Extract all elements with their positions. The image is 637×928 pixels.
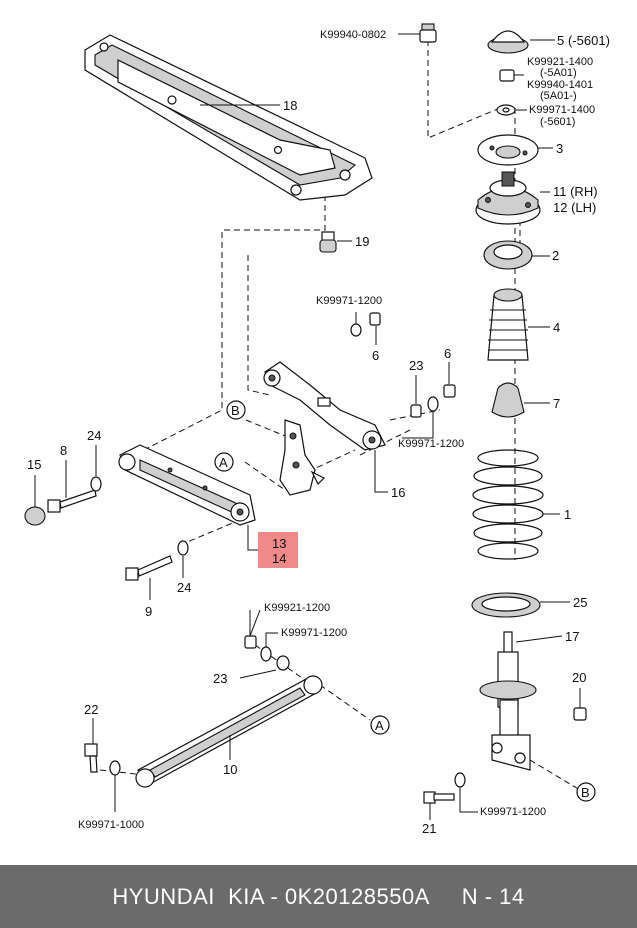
dust-boot-4 — [487, 288, 550, 361]
bump-stop-7 — [491, 382, 550, 418]
bump-ring-2 — [483, 240, 550, 270]
bolt-22 — [84, 718, 121, 812]
label-5-note: (-5601) — [568, 33, 610, 48]
code-k99940-1401-note: (5A01-) — [540, 90, 577, 102]
nut-k99940-0802 — [398, 23, 437, 43]
rear-suspension-diagram: 18 19 K99940-0802 5 (-5601) K99921-1400 … — [24, 23, 610, 836]
cap-5 — [487, 30, 555, 54]
code-k99971-1200-upper: K99971-1200 — [316, 295, 382, 307]
code-k99971-1200-lower-link: K99971-1200 — [281, 627, 347, 639]
code-k99971-1000: K99971-1000 — [78, 819, 144, 831]
bushing-19 — [319, 231, 352, 253]
footer-text: HYUNDAI KIA - 0K20128550A N - 14 — [112, 883, 525, 909]
lateral-link-16 — [263, 361, 388, 493]
code-k99971-1200-lower: K99971-1200 — [480, 806, 546, 818]
label-6-upper: 6 — [372, 348, 379, 363]
label-23-upper: 23 — [409, 358, 423, 373]
svg-text:B: B — [231, 403, 240, 418]
nut-k99921-1400 — [499, 69, 524, 82]
label-7: 7 — [553, 396, 560, 411]
strut-mount-11-12 — [475, 171, 550, 225]
label-25: 25 — [573, 595, 587, 610]
code-k99971-1200-mid: K99971-1200 — [398, 438, 464, 450]
label-14: 14 — [272, 551, 286, 566]
label-17: 17 — [565, 629, 579, 644]
label-21: 21 — [422, 821, 436, 836]
label-12: 12 (LH) — [553, 200, 596, 215]
label-5: 5 — [557, 33, 564, 48]
bolt-9 — [125, 555, 173, 600]
label-20: 20 — [572, 670, 586, 685]
label-15: 15 — [27, 457, 41, 472]
crossmember-part — [84, 34, 373, 201]
knuckle-bracket — [279, 419, 326, 496]
label-24-upper: 24 — [87, 428, 101, 443]
code-k99940-0802: K99940-0802 — [320, 29, 386, 41]
label-1: 1 — [564, 507, 571, 522]
bolt-8 — [47, 460, 97, 513]
label-19: 19 — [355, 234, 369, 249]
nut-20 — [573, 688, 587, 721]
label-10: 10 — [223, 762, 237, 777]
spring-seat-25 — [471, 592, 570, 618]
highlight-13-14 — [258, 532, 298, 568]
coil-spring-1 — [472, 449, 560, 560]
code-k99971-1400: K99971-1400 — [529, 104, 595, 116]
svg-text:A: A — [219, 455, 228, 470]
label-3: 3 — [556, 141, 563, 156]
label-22: 22 — [84, 702, 98, 717]
code-k99921-1400-note: (-5A01) — [540, 67, 577, 79]
hardware-23-6 — [402, 362, 456, 439]
callout-b-upper: B — [226, 400, 246, 420]
label-23-lower: 23 — [213, 671, 227, 686]
shock-absorber-17 — [479, 631, 563, 771]
washer-k99971-1200-upper — [350, 312, 381, 345]
lower-link-10 — [135, 675, 323, 788]
label-16: 16 — [391, 485, 405, 500]
label-18: 18 — [283, 98, 297, 113]
callout-a-upper: A — [214, 452, 234, 472]
trailing-arm-13-14 — [118, 444, 258, 551]
label-11: 11 (RH) — [553, 184, 598, 199]
code-k99940-1401: K99940-1401 — [527, 79, 593, 91]
label-24-lower: 24 — [177, 580, 191, 595]
svg-text:B: B — [581, 785, 590, 800]
label-8: 8 — [60, 443, 67, 458]
label-2: 2 — [552, 248, 559, 263]
cap-15 — [24, 475, 46, 526]
bolt-21 — [423, 772, 478, 820]
callout-b-lower: B — [576, 782, 596, 802]
label-9: 9 — [145, 604, 152, 619]
washer-k99971-1400 — [496, 104, 527, 116]
washer-24-lower — [177, 540, 189, 578]
code-k99921-1400: K99921-1400 — [527, 56, 593, 68]
code-k99921-1200: K99921-1200 — [264, 602, 330, 614]
svg-text:A: A — [375, 718, 384, 733]
washer-24-upper — [90, 445, 102, 492]
callout-a-lower: A — [370, 715, 390, 735]
label-13: 13 — [272, 536, 286, 551]
label-4: 4 — [553, 320, 560, 335]
code-k99971-1400-note: (-5601) — [540, 116, 575, 128]
hardware-lower-link — [239, 609, 290, 679]
footer-bar: HYUNDAI KIA - 0K20128550A N - 14 — [0, 865, 637, 928]
mount-plate-3 — [477, 134, 553, 166]
label-6-right: 6 — [444, 346, 451, 361]
